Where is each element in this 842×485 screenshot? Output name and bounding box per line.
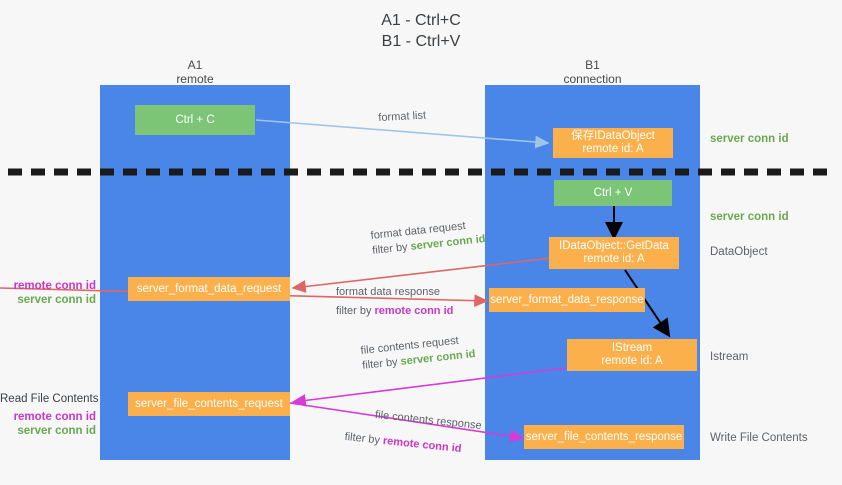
node-istream-line2: remote id: A: [601, 355, 663, 367]
node-getdata-line1: IDataObject::GetData: [559, 240, 669, 252]
diagram-title: A1 - Ctrl+C B1 - Ctrl+V: [0, 10, 842, 52]
left-label-group-2: Read File Contents remote conn id server…: [0, 392, 99, 438]
node-server-file-contents-request-label: server_file_contents_request: [135, 397, 283, 410]
right-label-istream: Istream: [710, 351, 749, 363]
node-server-format-data-response[interactable]: server_format_data_response: [489, 288, 645, 312]
node-ctrl-c[interactable]: Ctrl + C: [135, 105, 255, 135]
right-label-server-conn-id-top: server conn id: [710, 133, 789, 145]
node-istream[interactable]: IStream remote id: A: [567, 339, 697, 371]
right-label-server-conn-id-mid: server conn id: [710, 211, 789, 223]
edge-label-format-data-request-filter-prefix: filter by: [371, 240, 412, 257]
right-label-write-file-contents: Write File Contents: [710, 432, 808, 444]
node-save-dataobject-line2: remote id: A: [582, 143, 644, 155]
edge-label-format-list: format list: [378, 109, 426, 126]
left-label-group-1: remote conn id server conn id: [0, 279, 96, 307]
node-server-format-data-request[interactable]: server_format_data_request: [128, 277, 290, 301]
edge-label-format-list-text: format list: [378, 109, 427, 124]
edge-label-format-data-response-text: format data response: [336, 286, 440, 298]
left-label-server-conn-id-2: server conn id: [17, 425, 96, 437]
arrow-format-data-request: [291, 257, 552, 293]
node-server-file-contents-response-label: server_file_contents_response: [525, 430, 683, 443]
node-ctrl-c-label: Ctrl + C: [175, 113, 215, 126]
right-label-dataobject: DataObject: [710, 246, 768, 258]
arrow-file-contents-request: [291, 367, 567, 407]
node-server-file-contents-response[interactable]: server_file_contents_response: [524, 425, 684, 449]
lane-header-b1: B1 connection: [485, 58, 700, 86]
title-line-2: B1 - Ctrl+V: [381, 33, 461, 50]
left-label-read-file-contents: Read File Contents: [0, 393, 99, 405]
left-label-remote-conn-id-2: remote conn id: [13, 411, 96, 423]
title-line-1: A1 - Ctrl+C: [381, 12, 461, 29]
node-getdata-line2: remote id: A: [583, 253, 645, 265]
node-server-format-data-request-label: server_format_data_request: [136, 282, 282, 295]
edge-label-format-data-response-filter-key: remote conn id: [374, 305, 454, 317]
node-ctrl-v-label: Ctrl + V: [593, 186, 633, 199]
arrow-format-list: [255, 119, 550, 149]
arrow-file-contents-response: [289, 402, 525, 443]
edge-label-format-data-response: format data response filter by remote co…: [336, 285, 453, 319]
lane-a1-name: A1: [187, 58, 203, 72]
arrow-getdata-to-istream: [624, 269, 671, 338]
lane-header-a1: A1 remote: [100, 58, 290, 86]
lane-b1-name: B1: [585, 58, 600, 72]
node-save-dataobject[interactable]: 保存IDataObject remote id: A: [553, 128, 673, 158]
left-label-server-conn-id-1: server conn id: [17, 294, 96, 306]
lane-a1-sub: remote: [176, 72, 214, 86]
left-label-remote-conn-id-1: remote conn id: [13, 280, 96, 292]
lane-b1-sub: connection: [563, 72, 622, 86]
node-getdata[interactable]: IDataObject::GetData remote id: A: [549, 237, 679, 269]
edge-label-file-contents-response-filter-prefix: filter by: [344, 430, 384, 447]
edge-label-file-contents-request-filter-prefix: filter by: [361, 355, 402, 372]
edge-label-format-data-response-filter-prefix: filter by: [336, 305, 375, 317]
node-istream-line1: IStream: [611, 342, 653, 354]
node-server-file-contents-request[interactable]: server_file_contents_request: [128, 392, 290, 416]
node-save-dataobject-line1: 保存IDataObject: [571, 130, 655, 142]
node-server-format-data-response-label: server_format_data_response: [490, 293, 644, 306]
node-ctrl-v[interactable]: Ctrl + V: [554, 180, 672, 206]
